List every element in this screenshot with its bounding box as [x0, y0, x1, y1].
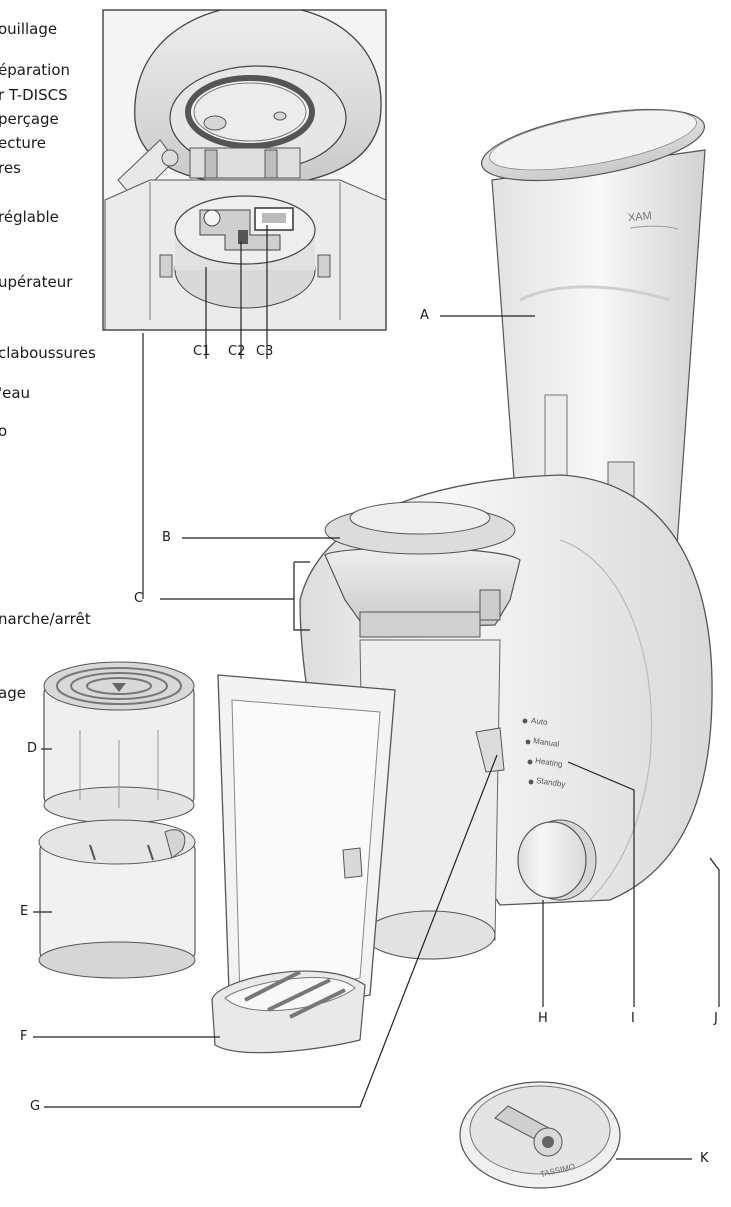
legend-fragment: 'eau — [0, 384, 31, 402]
callout-b: B — [162, 530, 171, 545]
callout-a: A — [420, 308, 429, 323]
legend-fragment: éparation — [0, 61, 71, 79]
callout-e: E — [20, 904, 29, 919]
callout-c1: C1 — [193, 344, 211, 359]
legend-fragment: ouillage — [0, 20, 58, 38]
callout-k: K — [700, 1151, 709, 1166]
drip-tray — [211, 674, 396, 1054]
legend-fragment: upérateur — [0, 273, 73, 291]
machine-body — [299, 474, 713, 960]
legend-fragment: claboussures — [0, 344, 96, 362]
callout-i: I — [631, 1011, 635, 1026]
inset-detail-c — [102, 9, 387, 331]
callout-c: C — [134, 591, 144, 606]
legend-fragment: res — [0, 159, 21, 177]
t-disc — [459, 1081, 621, 1189]
callout-f: F — [20, 1029, 28, 1044]
legend-fragment: r T-DISCS — [0, 86, 68, 104]
callout-g: G — [30, 1099, 41, 1114]
cup-support-d — [43, 661, 195, 824]
callout-c2: C2 — [228, 344, 246, 359]
callout-d: D — [27, 741, 38, 756]
legend-fragment: ecture — [0, 134, 46, 152]
cup-support-e — [38, 819, 196, 979]
leader-lines — [33, 225, 720, 1160]
legend-fragment: o — [0, 422, 8, 440]
status-light-label: Auto — [530, 715, 549, 728]
callout-c3: C3 — [256, 344, 274, 359]
legend-fragment: age — [0, 684, 26, 702]
callout-h: H — [538, 1011, 548, 1026]
legend-fragment: narche/arrêt — [0, 610, 91, 628]
callout-j: J — [714, 1011, 718, 1026]
legend-fragment: perçage — [0, 110, 59, 128]
tank-brand-text: XAM — [627, 209, 653, 225]
legend-fragment: réglable — [0, 208, 59, 226]
